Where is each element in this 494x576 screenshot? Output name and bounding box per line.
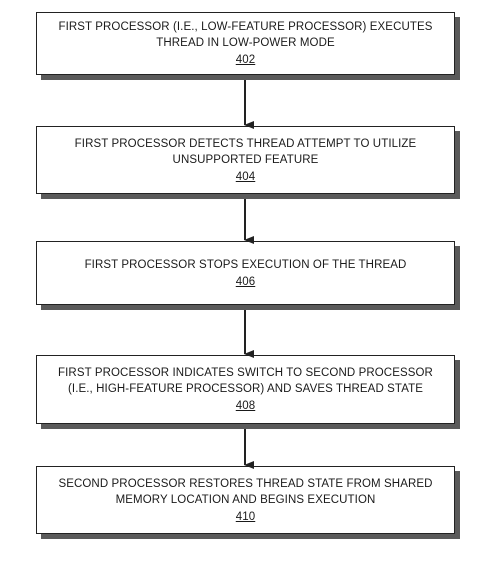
flow-step-406: FIRST PROCESSOR STOPS EXECUTION OF THE T… [36, 241, 455, 305]
step-text-line: MEMORY LOCATION AND BEGINS EXECUTION [115, 493, 376, 506]
step-reference-number: 402 [235, 54, 256, 66]
step-text-line: FIRST PROCESSOR STOPS EXECUTION OF THE T… [84, 258, 407, 271]
step-text-line: FIRST PROCESSOR (I.E., LOW-FEATURE PROCE… [58, 21, 433, 33]
step-text-line: FIRST PROCESSOR INDICATES SWITCH TO SECO… [58, 367, 433, 379]
step-text-line: (I.E., HIGH-FEATURE PROCESSOR) AND SAVES… [67, 383, 424, 395]
flow-step-408: FIRST PROCESSOR INDICATES SWITCH TO SECO… [36, 355, 455, 424]
step-reference-number: 404 [235, 170, 256, 183]
step-text-line: UNSUPPORTED FEATURE [172, 153, 319, 166]
step-text-line: FIRST PROCESSOR DETECTS THREAD ATTEMPT T… [74, 137, 417, 150]
step-reference-number: 408 [235, 400, 256, 412]
step-text-line: THREAD IN LOW-POWER MODE [156, 37, 335, 49]
flow-step-402: FIRST PROCESSOR (I.E., LOW-FEATURE PROCE… [36, 12, 455, 75]
step-reference-number: 410 [235, 510, 256, 523]
flow-step-410: SECOND PROCESSOR RESTORES THREAD STATE F… [36, 466, 455, 534]
step-text-line: SECOND PROCESSOR RESTORES THREAD STATE F… [58, 477, 433, 490]
step-reference-number: 406 [235, 275, 256, 288]
flow-step-404: FIRST PROCESSOR DETECTS THREAD ATTEMPT T… [36, 126, 455, 194]
